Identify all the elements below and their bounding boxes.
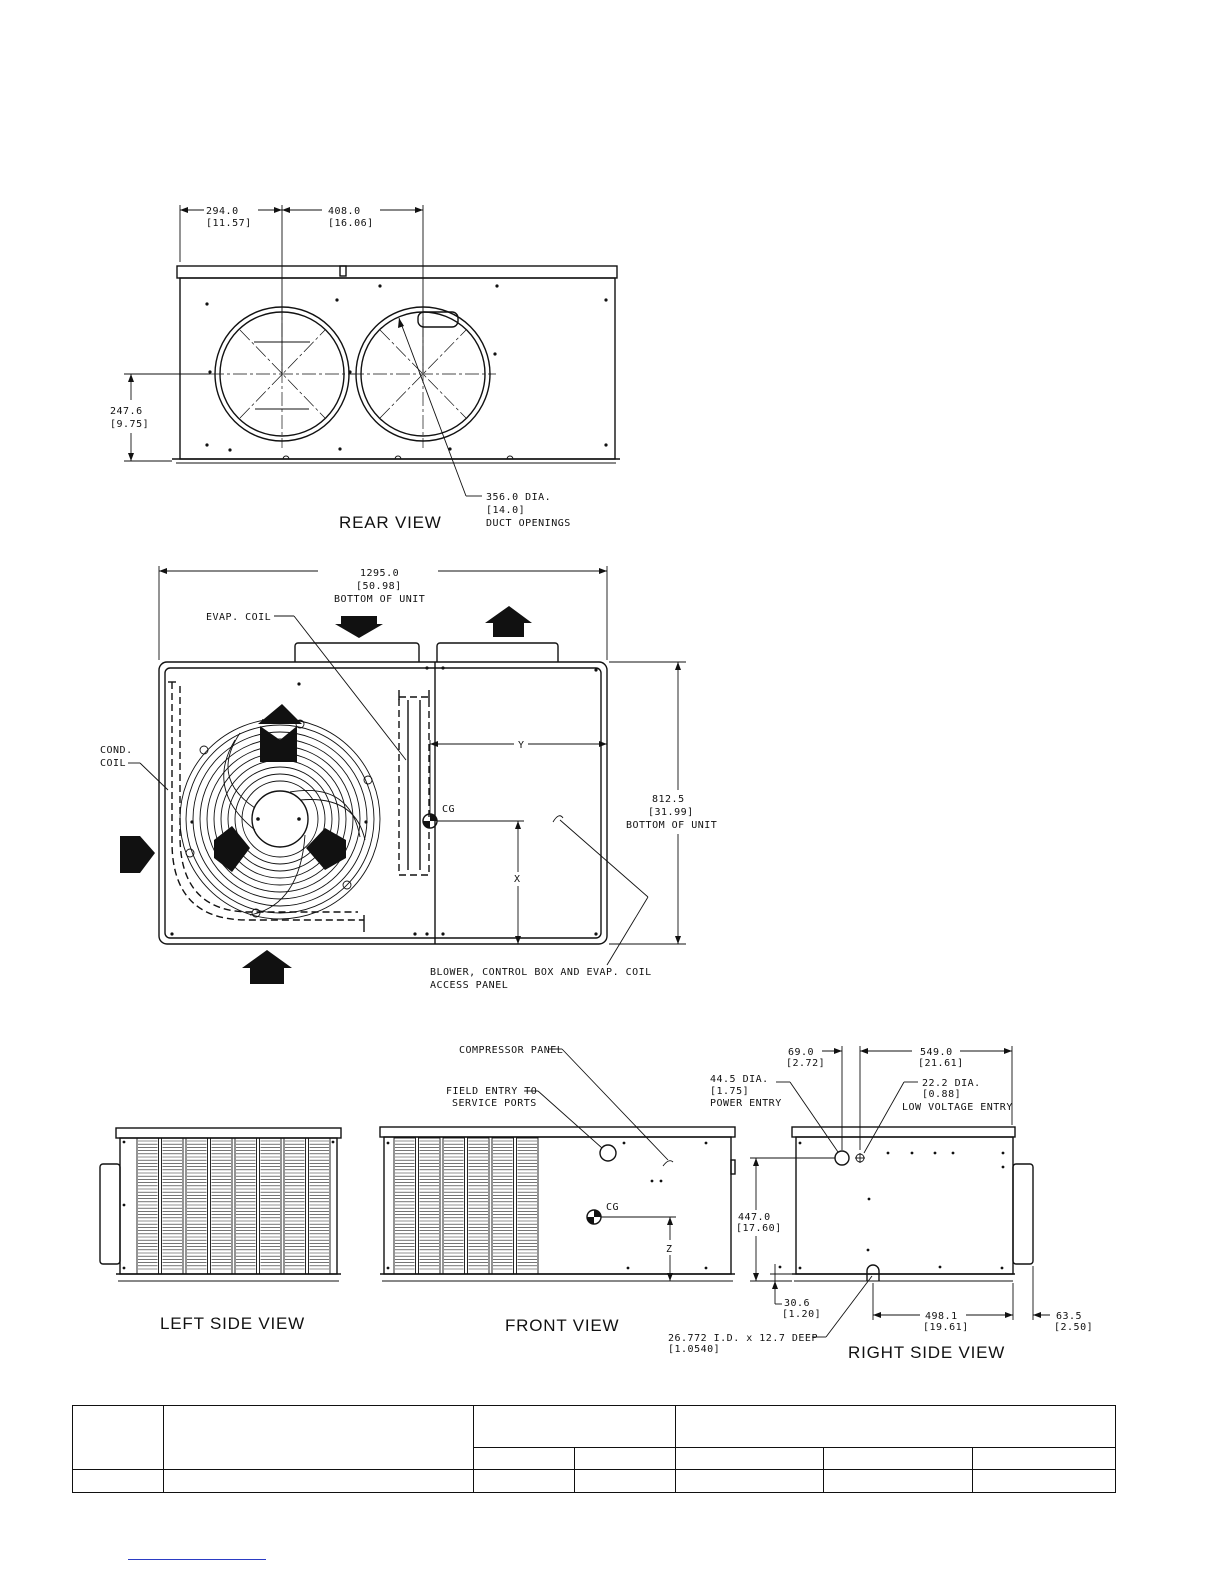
low-voltage-label: LOW VOLTAGE ENTRY bbox=[902, 1102, 1013, 1113]
left-side-view: LEFT SIDE VIEW bbox=[99, 1127, 342, 1333]
louver-column bbox=[442, 1137, 465, 1275]
louver-column bbox=[491, 1137, 514, 1275]
rear-dim-b-in: [16.06] bbox=[328, 218, 374, 229]
right-side-view: 69.0 [2.72] 549.0 [21.61] 44.5 DIA. [1.7… bbox=[668, 1046, 1093, 1362]
cond-coil-label-2: COIL bbox=[100, 758, 126, 769]
table-row bbox=[72, 1469, 1117, 1493]
front-view-title: FRONT VIEW bbox=[505, 1316, 619, 1335]
rear-dim-h: 247.6 bbox=[110, 406, 143, 417]
access-panel-label-2: ACCESS PANEL bbox=[430, 980, 508, 991]
dim-447-in: [17.60] bbox=[736, 1223, 782, 1234]
right-side-view-title: RIGHT SIDE VIEW bbox=[848, 1343, 1005, 1362]
top-depth-in: [31.99] bbox=[648, 807, 694, 818]
access-panel-label-1: BLOWER, CONTROL BOX AND EVAP. COIL bbox=[430, 967, 652, 978]
table-header-cell bbox=[674, 1405, 1117, 1448]
field-entry-label-2: SERVICE PORTS bbox=[452, 1098, 537, 1109]
compressor-panel-label: COMPRESSOR PANEL bbox=[459, 1045, 563, 1056]
front-view: CG Z COMPRESSOR PANEL FIELD ENTRY TO SER… bbox=[379, 1045, 736, 1335]
power-entry-label: POWER ENTRY bbox=[710, 1098, 782, 1109]
table-cell bbox=[971, 1469, 1117, 1493]
rear-view: 294.0 [11.57] 408.0 [16.06] 247.6 [9.75]… bbox=[110, 205, 620, 532]
louver-column bbox=[308, 1137, 331, 1275]
drain-label-in: [1.0540] bbox=[668, 1344, 720, 1355]
table-subheader-cell bbox=[574, 1446, 676, 1471]
specification-table bbox=[72, 1404, 1117, 1493]
duct-dia: 356.0 DIA. bbox=[486, 492, 551, 503]
top-depth-note: BOTTOM OF UNIT bbox=[626, 820, 717, 831]
cond-coil-label-1: COND. bbox=[100, 745, 133, 756]
dim-306-in: [1.20] bbox=[782, 1309, 821, 1320]
dim-498: 498.1 bbox=[925, 1311, 958, 1322]
left-side-louvers bbox=[136, 1137, 331, 1275]
louver-column bbox=[234, 1137, 257, 1275]
dim-69: 69.0 bbox=[788, 1047, 814, 1058]
footer-link-underline bbox=[128, 1559, 266, 1560]
drain-label: 26.772 I.D. x 12.7 DEEP bbox=[668, 1333, 818, 1344]
front-z-label: Z bbox=[666, 1244, 673, 1255]
table-cell bbox=[675, 1469, 824, 1493]
table-cell bbox=[72, 1469, 164, 1493]
louver-column bbox=[259, 1137, 282, 1275]
rear-dim-a: 294.0 bbox=[206, 206, 239, 217]
louver-column bbox=[418, 1137, 441, 1275]
table-cell bbox=[473, 1469, 575, 1493]
dim-635: 63.5 bbox=[1056, 1311, 1082, 1322]
rear-dim-b: 408.0 bbox=[328, 206, 361, 217]
low-voltage-dia-in: [0.88] bbox=[922, 1089, 961, 1100]
top-width-note: BOTTOM OF UNIT bbox=[334, 594, 425, 605]
power-entry-dia-in: [1.75] bbox=[710, 1086, 749, 1097]
table-subheader-cell bbox=[675, 1446, 824, 1471]
evap-coil-label: EVAP. COIL bbox=[206, 612, 271, 623]
dim-498-in: [19.61] bbox=[923, 1322, 969, 1333]
louver-column bbox=[161, 1137, 184, 1275]
louver-column bbox=[185, 1137, 208, 1275]
front-louvers bbox=[393, 1137, 539, 1275]
louver-column bbox=[393, 1137, 416, 1275]
dim-549-in: [21.61] bbox=[918, 1058, 964, 1069]
table-header-cell bbox=[72, 1404, 164, 1471]
power-entry-dia: 44.5 DIA. bbox=[710, 1074, 769, 1085]
louver-column bbox=[136, 1137, 159, 1275]
dim-447: 447.0 bbox=[738, 1212, 771, 1223]
low-voltage-dia: 22.2 DIA. bbox=[922, 1078, 981, 1089]
duct-label: DUCT OPENINGS bbox=[486, 518, 571, 529]
table-subheader-cell bbox=[971, 1446, 1117, 1471]
louver-column bbox=[210, 1137, 233, 1275]
dim-69-in: [2.72] bbox=[786, 1058, 825, 1069]
rear-view-title: REAR VIEW bbox=[339, 513, 442, 532]
louver-column bbox=[283, 1137, 306, 1275]
louver-column bbox=[467, 1137, 490, 1275]
front-cg-label: CG bbox=[606, 1202, 619, 1213]
table-cell bbox=[823, 1469, 973, 1493]
dim-306: 30.6 bbox=[784, 1298, 810, 1309]
table-header-cell bbox=[473, 1405, 676, 1448]
top-width-in: [50.98] bbox=[356, 581, 402, 592]
top-cg-label: CG bbox=[442, 804, 455, 815]
rear-dim-a-in: [11.57] bbox=[206, 218, 252, 229]
table-header-cell bbox=[163, 1404, 474, 1471]
top-depth: 812.5 bbox=[652, 794, 685, 805]
table-cell bbox=[574, 1469, 676, 1493]
rear-dim-h-in: [9.75] bbox=[110, 419, 149, 430]
table-cell bbox=[163, 1469, 474, 1493]
top-width: 1295.0 bbox=[360, 568, 399, 579]
table-subheader-cell bbox=[823, 1446, 973, 1471]
left-side-view-title: LEFT SIDE VIEW bbox=[160, 1314, 305, 1333]
dim-549: 549.0 bbox=[920, 1047, 953, 1058]
table-subheader-cell bbox=[473, 1446, 575, 1471]
top-view: CG X Y 1295.0 [50.98] BOTTOM OF UNIT 812… bbox=[100, 566, 717, 991]
field-entry-label-1: FIELD ENTRY TO bbox=[446, 1086, 537, 1097]
top-x-label: X bbox=[514, 874, 521, 885]
louver-column bbox=[516, 1137, 539, 1275]
duct-dia-in: [14.0] bbox=[486, 505, 525, 516]
top-y-label: Y bbox=[518, 740, 525, 751]
dim-635-in: [2.50] bbox=[1054, 1322, 1093, 1333]
